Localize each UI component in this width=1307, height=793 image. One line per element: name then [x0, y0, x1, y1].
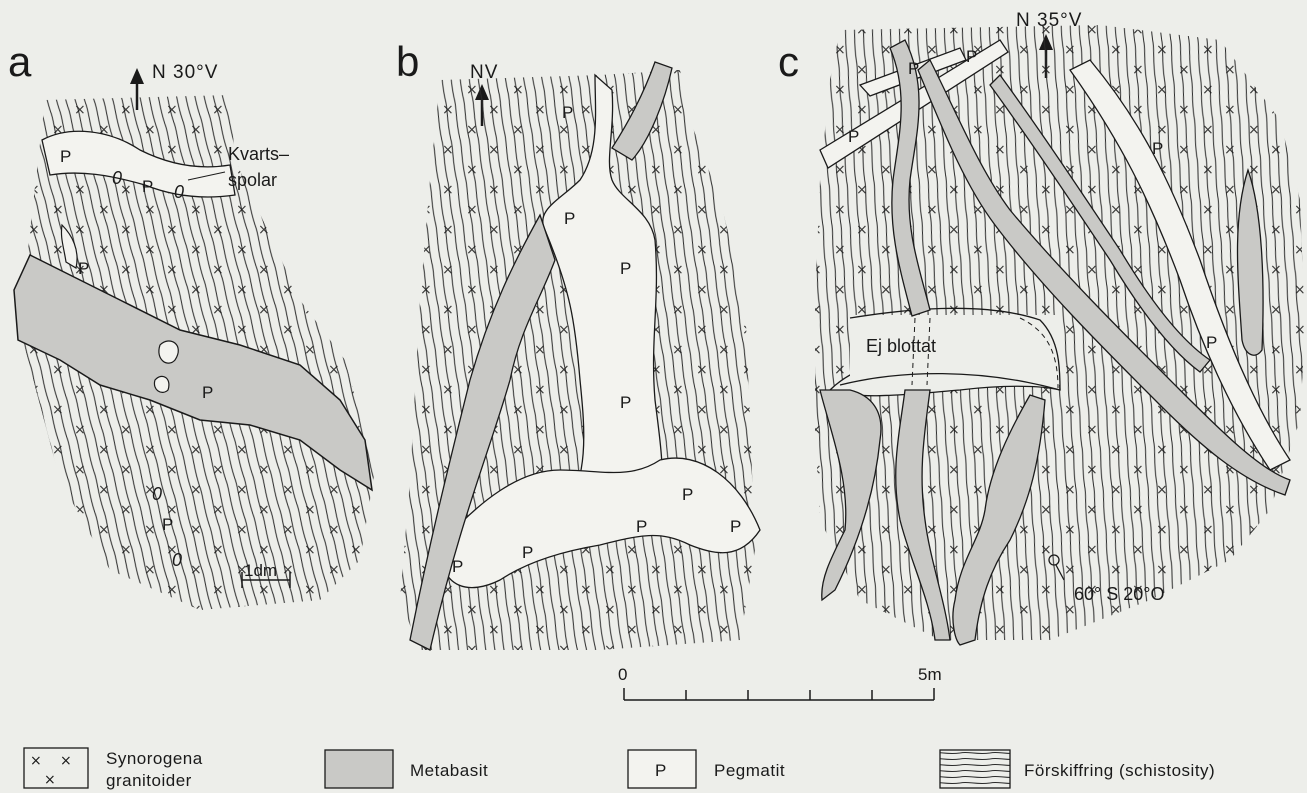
svg-text:×: ×	[44, 772, 56, 788]
legend: × × × Synorogena granitoider Metabasit P…	[24, 748, 1215, 790]
legend-granitoid-line1: Synorogena	[106, 749, 203, 768]
pegmatite-label: P	[966, 47, 977, 66]
quartz-pod-mark: 0	[112, 168, 122, 188]
legend-schistosity-label: Förskiffring (schistosity)	[1024, 761, 1215, 780]
pegmatite-label: P	[1152, 139, 1163, 158]
pegmatite-label: P	[60, 147, 71, 166]
quartz-pod-mark: 0	[172, 550, 182, 570]
pegmatite-label: P	[908, 59, 919, 78]
scale-start-label: 0	[618, 665, 627, 684]
dip-label: 60° S 20°O	[1074, 584, 1164, 604]
spolar-label: spolar	[228, 170, 277, 190]
legend-metabasite-label: Metabasit	[410, 761, 488, 780]
pegmatite-label: P	[848, 127, 859, 146]
pegmatite-label: P	[620, 259, 631, 278]
legend-item-granitoid: × × × Synorogena granitoider	[24, 748, 203, 790]
pegmatite-label: P	[202, 383, 213, 402]
pegmatite-label: P	[682, 485, 693, 504]
legend-item-pegmatite: P Pegmatit	[628, 750, 785, 788]
panel-b: b NV P P P P P P P P P	[396, 38, 760, 650]
pegmatite-label: P	[620, 393, 631, 412]
kvarts-label: Kvarts–	[228, 144, 289, 164]
panel-a-north-label: N 30°V	[152, 62, 218, 83]
quartz-pod-mark: 0	[174, 182, 184, 202]
legend-granitoid-line2: granitoider	[106, 771, 192, 790]
unexposed-label: Ej blottat	[866, 336, 936, 356]
legend-item-schistosity: Förskiffring (schistosity)	[940, 750, 1215, 788]
pegmatite-label: P	[452, 557, 463, 576]
legend-pegmatite-symbol: P	[655, 761, 667, 780]
pegmatite-label: P	[636, 517, 647, 536]
legend-item-metabasite: Metabasit	[325, 750, 488, 788]
panel-a-letter: a	[8, 38, 32, 85]
panel-c: c N 35°V P P P P P Ej blottat	[778, 10, 1305, 645]
pegmatite-label: P	[1206, 333, 1217, 352]
pegmatite-label: P	[522, 543, 533, 562]
pegmatite-label: P	[142, 177, 153, 196]
quartz-pod-mark: 0	[152, 484, 162, 504]
pegmatite-label: P	[564, 209, 575, 228]
scale-label-1dm: 1dm	[244, 561, 277, 580]
pegmatite-label: P	[730, 517, 741, 536]
pegmatite-label: P	[562, 103, 573, 122]
legend-pegmatite-label: Pegmatit	[714, 761, 785, 780]
panel-a: a N 30°V P P P P P 0 0 0 0 Kvarts– spola…	[8, 38, 375, 610]
svg-text:×: ×	[60, 753, 72, 769]
pegmatite-label: P	[78, 259, 89, 278]
scale-end-label: 5m	[918, 665, 942, 684]
pegmatite-label: P	[162, 515, 173, 534]
svg-text:×: ×	[30, 753, 42, 769]
panel-c-letter: c	[778, 38, 799, 85]
panel-b-letter: b	[396, 38, 419, 85]
scale-bar-5m: 0 5m	[618, 665, 942, 700]
